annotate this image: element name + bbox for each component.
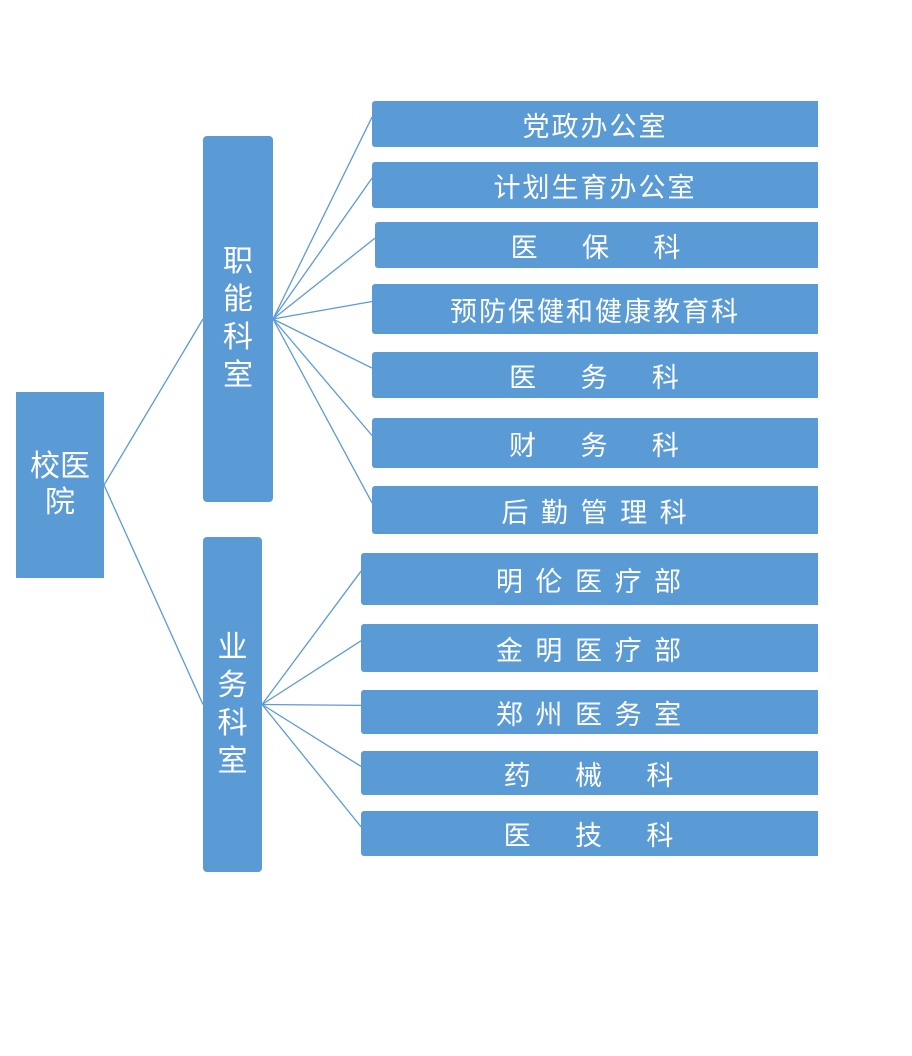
group-node-business-departments: 业 务 科 室 (203, 537, 262, 872)
department-label: 医 保 科 (510, 232, 683, 264)
connector-line (261, 570, 362, 705)
department-label: 后 勤 管 理 科 (501, 497, 689, 529)
department-label: 明 伦 医 疗 部 (495, 566, 684, 598)
department-label: 计划生育办公室 (493, 172, 697, 204)
department-node: 明 伦 医 疗 部 (361, 553, 818, 605)
connector-line (272, 237, 376, 320)
department-node: 财 务 科 (372, 418, 818, 468)
department-label: 党政办公室 (522, 111, 668, 143)
connector-line (261, 703, 362, 767)
connector-line (272, 318, 373, 436)
department-node: 郑 州 医 务 室 (361, 690, 818, 734)
group-node-functional-departments: 职 能 科 室 (203, 136, 273, 502)
group-label-char: 职 (223, 244, 253, 279)
department-label: 预防保健和健康教育科 (450, 296, 740, 328)
group-label-char: 室 (217, 743, 248, 779)
connector-line (272, 300, 373, 320)
department-label: 医 技 科 (503, 821, 676, 852)
group-label-char: 务 (217, 667, 248, 703)
department-node: 药 械 科 (361, 751, 818, 795)
connector-line (261, 704, 362, 828)
connector-line (103, 318, 204, 486)
connector-line (103, 484, 204, 705)
department-node: 计划生育办公室 (372, 162, 818, 208)
group-label-char: 科 (217, 705, 248, 741)
department-label: 郑 州 医 务 室 (495, 699, 684, 731)
group-label-char: 科 (223, 320, 253, 355)
connector-line (272, 318, 373, 369)
root-node: 校医院 (16, 392, 104, 578)
connector-line (272, 318, 373, 504)
department-label: 金 明 医 疗 部 (495, 635, 684, 667)
department-label: 药 械 科 (503, 760, 676, 792)
department-node: 党政办公室 (372, 101, 818, 147)
department-label: 医 务 科 (509, 362, 681, 394)
department-node: 医 保 科 (375, 222, 818, 268)
department-label: 财 务 科 (509, 430, 681, 462)
group-label-char: 室 (223, 358, 253, 393)
department-node: 金 明 医 疗 部 (361, 624, 818, 672)
department-node: 医 技 科 (361, 811, 818, 856)
connector-line (272, 177, 373, 320)
department-node: 医 务 科 (372, 352, 818, 398)
connector-line (272, 116, 373, 320)
connector-line (261, 703, 362, 707)
department-node: 预防保健和健康教育科 (372, 284, 818, 334)
department-node: 后 勤 管 理 科 (372, 486, 818, 534)
connector-line (261, 640, 362, 706)
group-label-char: 能 (223, 282, 253, 317)
group-label-char: 业 (217, 629, 248, 665)
root-label: 校医院 (30, 449, 90, 520)
